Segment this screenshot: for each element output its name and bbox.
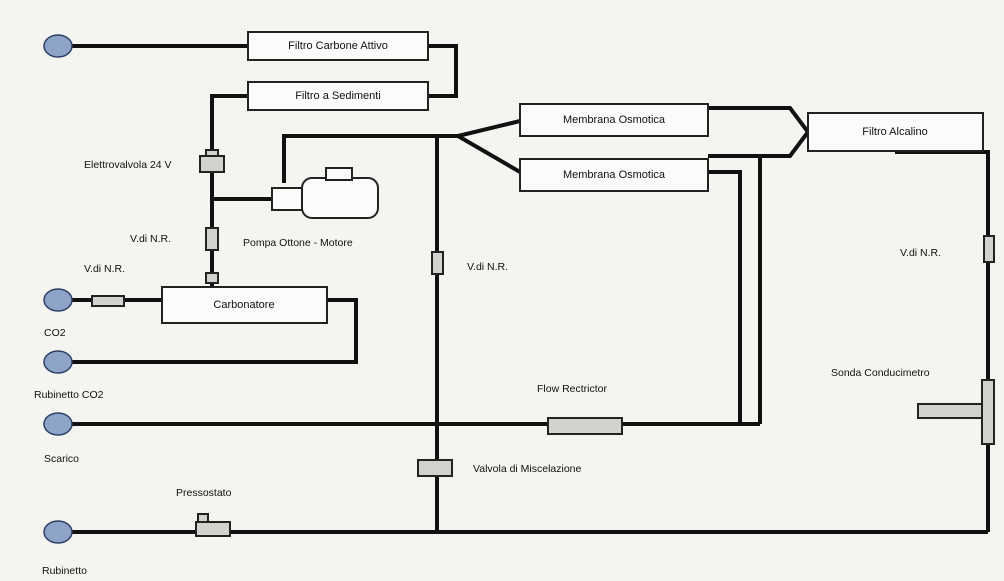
- rubinetto-port-label: Rubinetto: [42, 565, 87, 577]
- vnr-pump-label: V.di N.R.: [130, 233, 171, 245]
- sonda-conducimetro-probe: [917, 403, 985, 419]
- elettrovalvola: [199, 155, 225, 173]
- labels: Elettrovalvola 24 V V.di N.R. Pompa Otto…: [34, 159, 941, 577]
- vnr-pump-valve: [205, 227, 219, 251]
- ports: [43, 34, 73, 544]
- co2-port: [43, 288, 73, 312]
- flow-restrictor: [547, 417, 623, 435]
- pump-motor: [271, 167, 379, 219]
- pressostato-label: Pressostato: [176, 487, 232, 499]
- vnr-co2-label: V.di N.R.: [84, 263, 125, 275]
- flow-restrictor-label: Flow Rectrictor: [537, 383, 608, 395]
- vnr-right-valve: [983, 235, 995, 263]
- carbonatore: Carbonatore: [161, 286, 328, 324]
- pompa-label: Pompa Ottone - Motore: [243, 237, 353, 249]
- filtro-alcalino-label: Filtro Alcalino: [862, 126, 927, 138]
- scarico-port: [43, 412, 73, 436]
- elettrovalvola-label: Elettrovalvola 24 V: [84, 159, 172, 171]
- rubinetto-port: [43, 520, 73, 544]
- membrana-1-label: Membrana Osmotica: [563, 114, 666, 126]
- inlet-port: [43, 34, 73, 58]
- co2-port-label: CO2: [44, 327, 66, 339]
- membrana-osmotica-1: Membrana Osmotica: [519, 103, 709, 137]
- filtro-carbone-attivo: Filtro Carbone Attivo: [247, 31, 429, 61]
- elettrovalvola-top: [205, 149, 219, 157]
- motor-cap: [325, 167, 353, 181]
- carbonatore-inlet-valve: [205, 272, 219, 284]
- rubinetto-co2-port-label: Rubinetto CO2: [34, 389, 104, 401]
- motor-body: [301, 177, 379, 219]
- vnr-center-valve: [431, 251, 444, 275]
- filtro-alcalino: Filtro Alcalino: [807, 112, 984, 152]
- vnr-center-label: V.di N.R.: [467, 261, 508, 273]
- valvola-miscelazione-label: Valvola di Miscelazione: [473, 463, 582, 475]
- filtro-carbone-label: Filtro Carbone Attivo: [288, 40, 388, 52]
- vnr-right-label: V.di N.R.: [900, 247, 941, 259]
- membrana-osmotica-2: Membrana Osmotica: [519, 158, 709, 192]
- vnr-co2-valve: [91, 295, 125, 307]
- membrana-2-label: Membrana Osmotica: [563, 169, 666, 181]
- pump-head: [271, 187, 303, 211]
- sonda-label: Sonda Conducimetro: [831, 367, 930, 379]
- carbonatore-label: Carbonatore: [213, 299, 274, 311]
- sonda-conducimetro-body: [981, 379, 995, 445]
- filtro-a-sedimenti: Filtro a Sedimenti: [247, 81, 429, 111]
- scarico-port-label: Scarico: [44, 453, 79, 465]
- rubinetto-co2-port: [43, 350, 73, 374]
- valves: [91, 149, 995, 537]
- valvola-miscelazione: [417, 459, 453, 477]
- filtro-sedimenti-label: Filtro a Sedimenti: [295, 90, 381, 102]
- pressostato: [195, 521, 231, 537]
- pressostato-top: [197, 513, 209, 523]
